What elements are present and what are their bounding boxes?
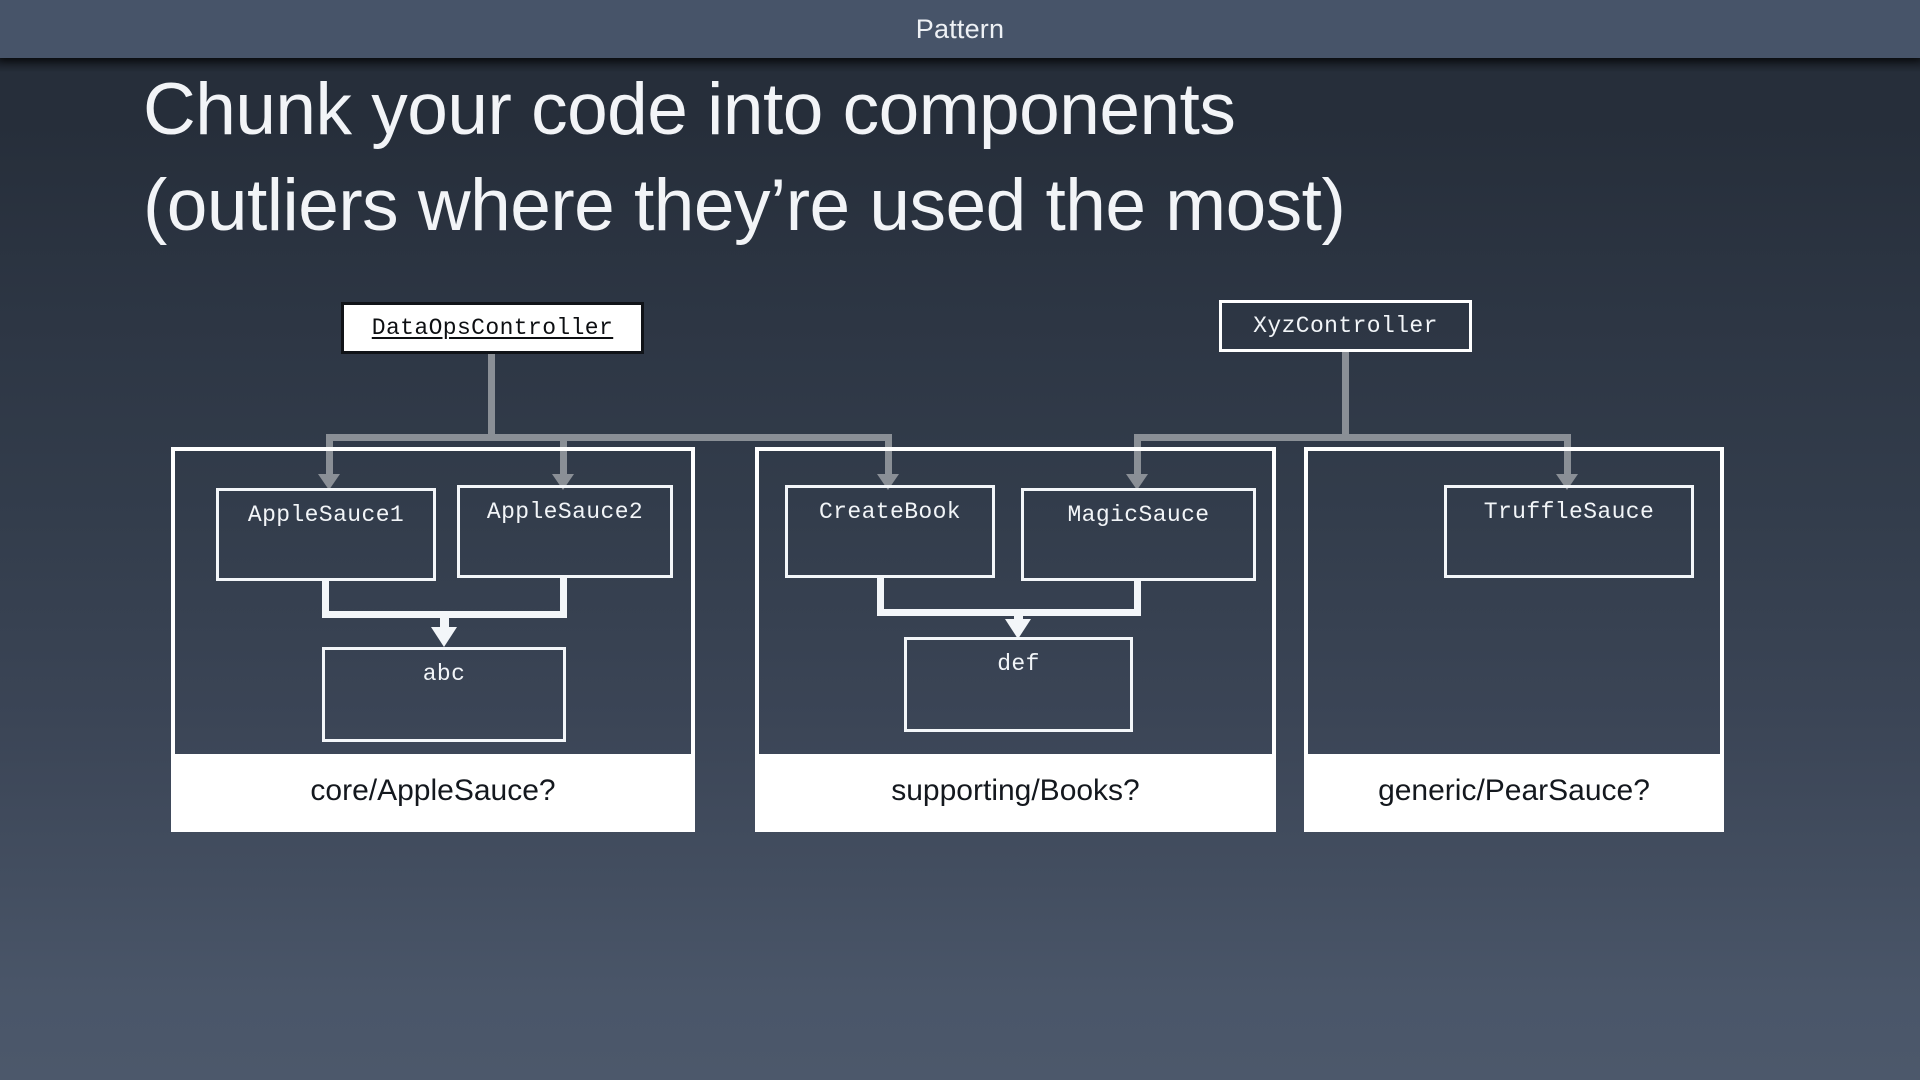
- connector-xyz-drop-trufflesauce: [1564, 434, 1571, 478]
- node-label-applesauce1: AppleSauce1: [247, 502, 405, 528]
- group-core-applesauce: core/AppleSauce?: [171, 447, 695, 832]
- group-footer-core-applesauce: core/AppleSauce?: [175, 754, 691, 828]
- arrow-head-magicsauce: [1126, 474, 1148, 490]
- group-supporting-books: supporting/Books?: [755, 447, 1276, 832]
- slide-title-line-1: Chunk your code into components: [143, 69, 1236, 150]
- group-generic-pearsauce: generic/PearSauce?: [1304, 447, 1724, 832]
- controller-label-dataopscontroller: DataOpsController: [371, 315, 614, 341]
- arrow-head-abc: [431, 627, 457, 647]
- connector-merge-bus-def: [877, 609, 1141, 616]
- node-magicsauce[interactable]: MagicSauce: [1021, 488, 1256, 581]
- node-label-abc: abc: [422, 661, 466, 687]
- node-createbook[interactable]: CreateBook: [785, 485, 995, 578]
- controller-box-xyzcontroller[interactable]: XyzController: [1219, 300, 1472, 352]
- connector-dataops-drop-applesauce1: [326, 434, 333, 478]
- slide-title: Chunk your code into components (outlier…: [143, 62, 1743, 254]
- arrow-head-def: [1005, 619, 1031, 639]
- node-applesauce1[interactable]: AppleSauce1: [216, 488, 436, 581]
- connector-dataops-drop-applesauce2: [560, 434, 567, 478]
- header-title: Pattern: [915, 13, 1005, 44]
- node-abc[interactable]: abc: [322, 647, 566, 742]
- node-label-magicsauce: MagicSauce: [1067, 502, 1210, 528]
- controller-label-xyzcontroller: XyzController: [1253, 313, 1438, 339]
- connector-dataops-drop-createbook: [885, 434, 892, 478]
- node-def[interactable]: def: [904, 637, 1133, 732]
- node-label-def: def: [997, 651, 1040, 677]
- connector-xyz-stem: [1342, 352, 1349, 439]
- slide-title-line-2: (outliers where they’re used the most): [143, 165, 1346, 246]
- connector-applesauce2-down: [560, 576, 567, 618]
- node-label-createbook: CreateBook: [818, 499, 962, 525]
- connector-xyz-bus: [1134, 434, 1571, 441]
- connector-magicsauce-down: [1134, 579, 1141, 616]
- connector-dataops-stem: [488, 354, 495, 439]
- connector-applesauce1-down: [322, 578, 329, 618]
- connector-dataops-bus: [326, 434, 892, 441]
- header-bar: Pattern: [0, 0, 1920, 58]
- node-applesauce2[interactable]: AppleSauce2: [457, 485, 673, 578]
- connector-abc-stem: [440, 611, 449, 630]
- node-label-applesauce2: AppleSauce2: [486, 499, 644, 525]
- group-footer-generic-pearsauce: generic/PearSauce?: [1308, 754, 1720, 828]
- slide-footer: Slide 32 CC BY-SA richargh.de “AppleSauc…: [0, 990, 1920, 1080]
- connector-xyz-drop-magicsauce: [1134, 434, 1141, 478]
- node-trufflesauce[interactable]: TruffleSauce: [1444, 485, 1694, 578]
- controller-box-dataopscontroller[interactable]: DataOpsController: [341, 302, 644, 354]
- arrow-head-applesauce1: [318, 474, 340, 490]
- group-footer-supporting-books: supporting/Books?: [759, 754, 1272, 828]
- connector-createbook-down: [877, 576, 884, 616]
- node-label-trufflesauce: TruffleSauce: [1483, 499, 1655, 525]
- connector-def-stem: [1014, 609, 1023, 622]
